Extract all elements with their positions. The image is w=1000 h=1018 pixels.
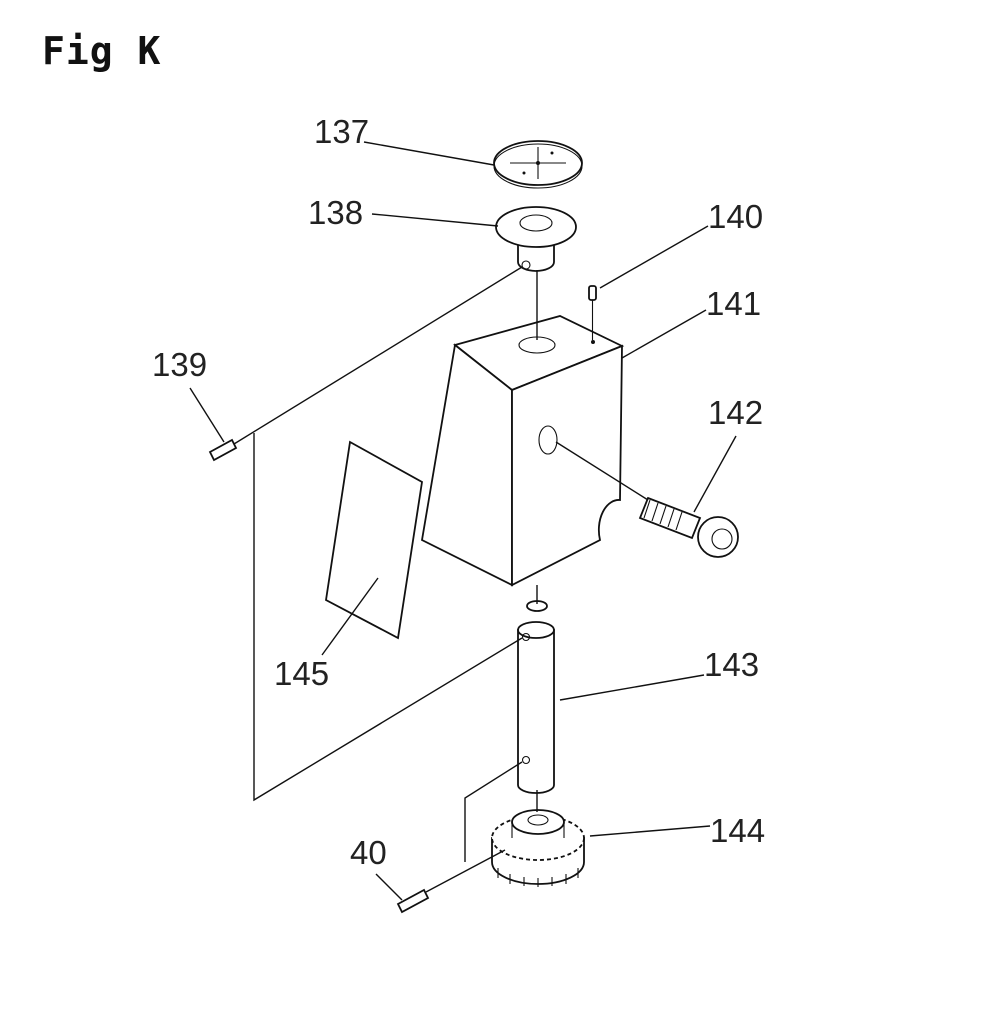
part-137-dial-plate — [493, 140, 583, 189]
callout-137: 137 — [314, 113, 369, 150]
callout-140: 140 — [708, 198, 763, 235]
callout-139: 139 — [152, 346, 207, 383]
callout-143: 143 — [704, 646, 759, 683]
part-139-roll-pin — [208, 438, 238, 462]
part-138-flanged-collar — [495, 206, 577, 272]
part-141-housing-block — [421, 315, 625, 587]
callout-145: 145 — [274, 655, 329, 692]
callout-40: 40 — [350, 834, 387, 871]
callout-138: 138 — [308, 194, 363, 231]
callout-142: 142 — [708, 394, 763, 431]
leader-lines — [189, 141, 737, 901]
callout-141: 141 — [706, 285, 761, 322]
part-40-roll-pin — [396, 888, 430, 914]
callout-144: 144 — [710, 812, 765, 849]
figure-title: Fig K — [42, 29, 162, 73]
part-145-label-plate — [325, 440, 423, 640]
part-142-cap-screw — [638, 496, 739, 558]
part-144-spur-gear — [491, 809, 585, 887]
assembly-lines — [233, 266, 649, 893]
part-143-shaft — [517, 600, 555, 794]
part-140-pin — [588, 285, 597, 340]
